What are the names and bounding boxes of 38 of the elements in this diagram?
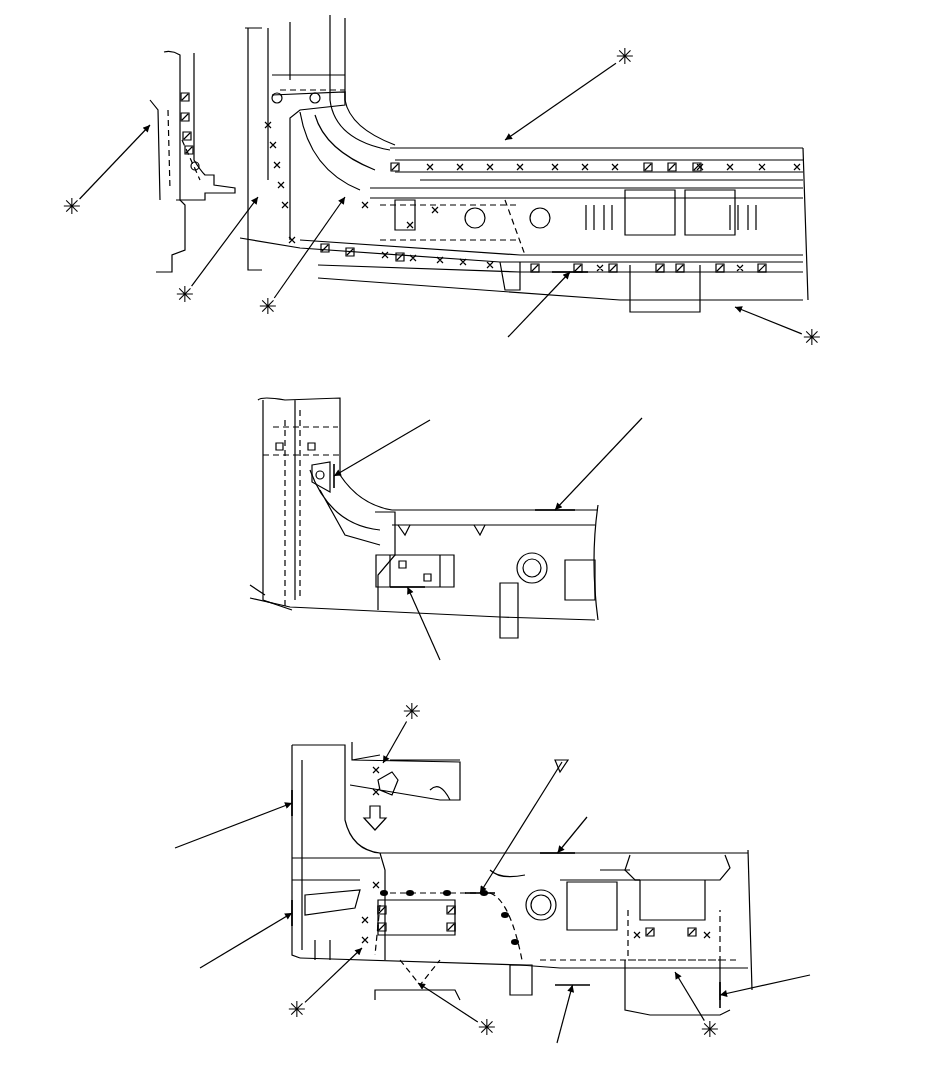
arrow [174, 802, 293, 849]
leader-line [273, 196, 346, 299]
panel-edge [551, 271, 589, 273]
asterisk-mark: ✳ [699, 1019, 721, 1041]
asterisk-mark: ✳ [401, 701, 423, 723]
asterisk-mark: ✳ [801, 327, 823, 349]
arrow [479, 761, 563, 894]
leader-line [190, 196, 259, 287]
panel-edge [389, 586, 426, 588]
arrow [556, 816, 588, 854]
arrow [406, 586, 441, 661]
panel-edge [333, 463, 335, 489]
leader-line [504, 62, 617, 141]
arrow [333, 419, 431, 477]
arrow [507, 271, 571, 338]
panel-edge [554, 984, 591, 986]
leader-line [417, 982, 479, 1023]
leader-line [674, 971, 705, 1022]
asterisk-mark: ✳ [476, 1017, 498, 1039]
arrow [719, 974, 811, 997]
asterisk-mark: ✳ [286, 999, 308, 1021]
asterisk-mark: ✳ [61, 196, 83, 218]
leader-line [382, 720, 408, 764]
arrow [554, 417, 643, 511]
panel-edge [719, 981, 721, 1009]
leader-line [304, 947, 363, 1003]
arrow [556, 984, 575, 1044]
arrow [199, 912, 293, 969]
asterisk-mark: ✳ [257, 296, 279, 318]
asterisk-mark: ✳ [614, 46, 636, 68]
asterisk-mark: ✳ [174, 284, 196, 306]
leader-line [79, 124, 151, 200]
panel-edge [539, 852, 576, 854]
panel-edge [291, 899, 293, 927]
panel-edge [534, 509, 576, 511]
panel-edge [464, 892, 496, 894]
panel-edge [291, 789, 293, 817]
leader-line [734, 306, 803, 335]
